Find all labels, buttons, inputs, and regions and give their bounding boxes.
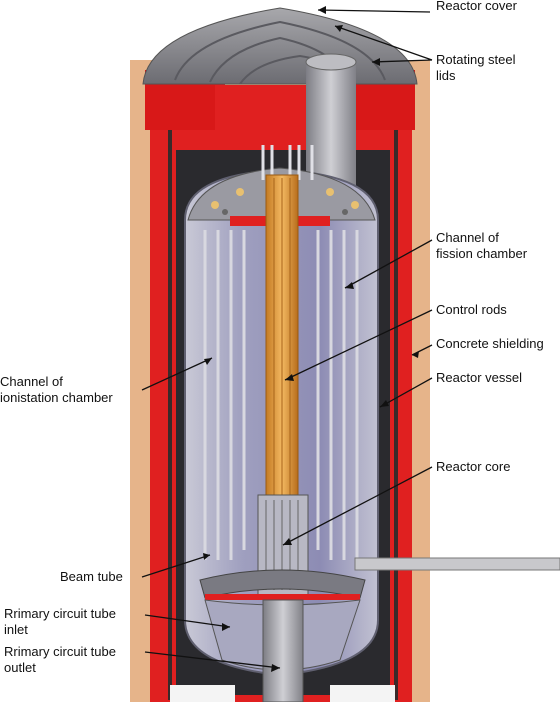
label-rotating-steel-lids: Rotating steel lids: [436, 52, 516, 84]
label-line: Channel of: [0, 374, 63, 389]
outlet-pipe: [262, 599, 304, 703]
grid-red-band: [205, 594, 360, 600]
label-primary-inlet: Rrimary circuit tube inlet: [4, 606, 116, 638]
top-tubes: [261, 145, 314, 180]
label-line: fission chamber: [436, 246, 528, 261]
bolt: [236, 188, 244, 196]
label-line: lids: [436, 68, 456, 83]
lid-ring-1: [174, 20, 386, 81]
bolt: [342, 209, 348, 215]
label-reactor-core: Reactor core: [436, 459, 511, 474]
label-concrete-shielding: Concrete shielding: [436, 336, 544, 351]
label-line: Rotating steel: [436, 52, 516, 67]
reactor-cover-dome: [142, 7, 418, 85]
lid-column: [306, 60, 356, 190]
label-control-rods: Control rods: [436, 302, 507, 317]
label-line: Rrimary circuit tube: [4, 644, 116, 659]
bolt: [351, 201, 359, 209]
shield-edge-left: [168, 100, 172, 700]
label-reactor-cover: Reactor cover: [436, 0, 517, 13]
label-line: inlet: [4, 622, 28, 637]
label-primary-outlet: Rrimary circuit tube outlet: [4, 644, 116, 676]
label-line: ionistation chamber: [0, 390, 113, 405]
label-line: Rrimary circuit tube: [4, 606, 116, 621]
bottom-opening-left: [170, 685, 235, 702]
bolt: [211, 201, 219, 209]
bolt: [326, 188, 334, 196]
label-line: Channel of: [436, 230, 499, 245]
leader-lines: [141, 9, 433, 669]
label-line: outlet: [4, 660, 36, 675]
control-rod-lines: [273, 178, 291, 500]
label-channel-fission-chamber: Channel of fission chamber: [436, 230, 527, 262]
label-reactor-vessel: Reactor vessel: [436, 370, 522, 385]
label-beam-tube: Beam tube: [60, 569, 123, 584]
bolt: [222, 209, 228, 215]
shield-edge-right: [394, 100, 398, 700]
lid-column-top: [305, 53, 357, 71]
label-channel-ionisation-chamber: Channel of ionistation chamber: [0, 374, 113, 406]
bottom-opening-right: [330, 685, 395, 702]
arrow-heads: [203, 6, 419, 672]
channel-tubes: [203, 230, 359, 560]
beam-tube: [354, 557, 560, 571]
